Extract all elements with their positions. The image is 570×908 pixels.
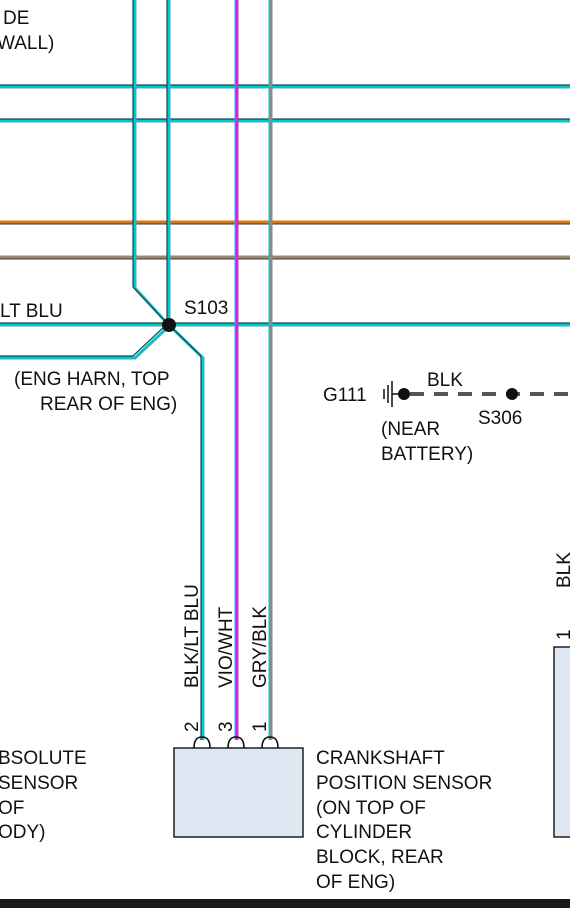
crank-sensor-name-line6: OF ENG)	[316, 872, 395, 893]
horizontal-wire-orange	[0, 220, 570, 225]
bottom-border-bar	[0, 899, 570, 908]
splice-s103-location-line1: (ENG HARN, TOP	[14, 369, 170, 390]
wire-lt-blu	[0, 322, 170, 327]
crank-sensor-name-line5: BLOCK, REAR	[316, 847, 444, 868]
wire-vio-wht-label: VIO/WHT	[216, 606, 237, 688]
splice-s306-label: S306	[478, 408, 522, 429]
wire-vio-wht	[234, 0, 239, 740]
top-left-label-line1: DE	[3, 8, 29, 29]
right-component-box	[553, 646, 570, 838]
vertical-wire-left	[132, 0, 168, 324]
connector-arcs-icon	[193, 736, 279, 749]
crank-sensor-name-line4: CYLINDER	[316, 822, 412, 843]
pin-1-label: 1	[250, 721, 271, 732]
wire-s103-lower-left	[0, 325, 169, 360]
wire-blk-ground-label: BLK	[427, 370, 463, 391]
wire-gry-blk	[268, 0, 273, 740]
crankshaft-sensor-box	[173, 747, 304, 838]
splice-s103-dot	[162, 318, 176, 332]
pin-3-label: 3	[216, 721, 237, 732]
right-component-wire-label: BLK	[554, 552, 570, 588]
wire-blk-lt-blu-label: BLK/LT BLU	[182, 584, 203, 688]
crank-sensor-name-line1: CRANKSHAFT	[316, 748, 445, 769]
ground-g111-dot	[398, 388, 410, 400]
left-sensor-line4: ODY)	[0, 822, 46, 843]
crank-sensor-name-line3: (ON TOP OF	[316, 798, 426, 819]
crank-sensor-name-line2: POSITION SENSOR	[316, 773, 492, 794]
left-sensor-line3: OF	[0, 798, 24, 819]
vertical-wire-right	[166, 0, 171, 320]
splice-s103-location-line2: REAR OF ENG)	[40, 394, 177, 415]
top-left-label-line2: WALL)	[0, 33, 54, 54]
right-component-pin-label: 1	[554, 629, 570, 640]
horizontal-wire-gray	[0, 255, 570, 260]
wire-gry-blk-label: GRY/BLK	[250, 606, 271, 688]
ground-g111-location-line1: (NEAR	[381, 419, 440, 440]
ground-g111-location-line2: BATTERY)	[381, 444, 473, 465]
splice-s306-dot	[506, 388, 518, 400]
horizontal-wire-second	[0, 118, 570, 123]
wire-blk-lt-blu	[169, 325, 205, 740]
pin-2-label: 2	[182, 721, 203, 732]
wire-lt-blu-label: LT BLU	[0, 301, 63, 322]
splice-s103-label: S103	[184, 298, 228, 319]
left-sensor-line1: BSOLUTE	[0, 748, 87, 769]
ground-g111-label: G111	[323, 385, 367, 406]
wire-s103-right	[170, 322, 570, 327]
left-sensor-line2: SENSOR	[0, 773, 78, 794]
horizontal-wire-top	[0, 84, 570, 89]
